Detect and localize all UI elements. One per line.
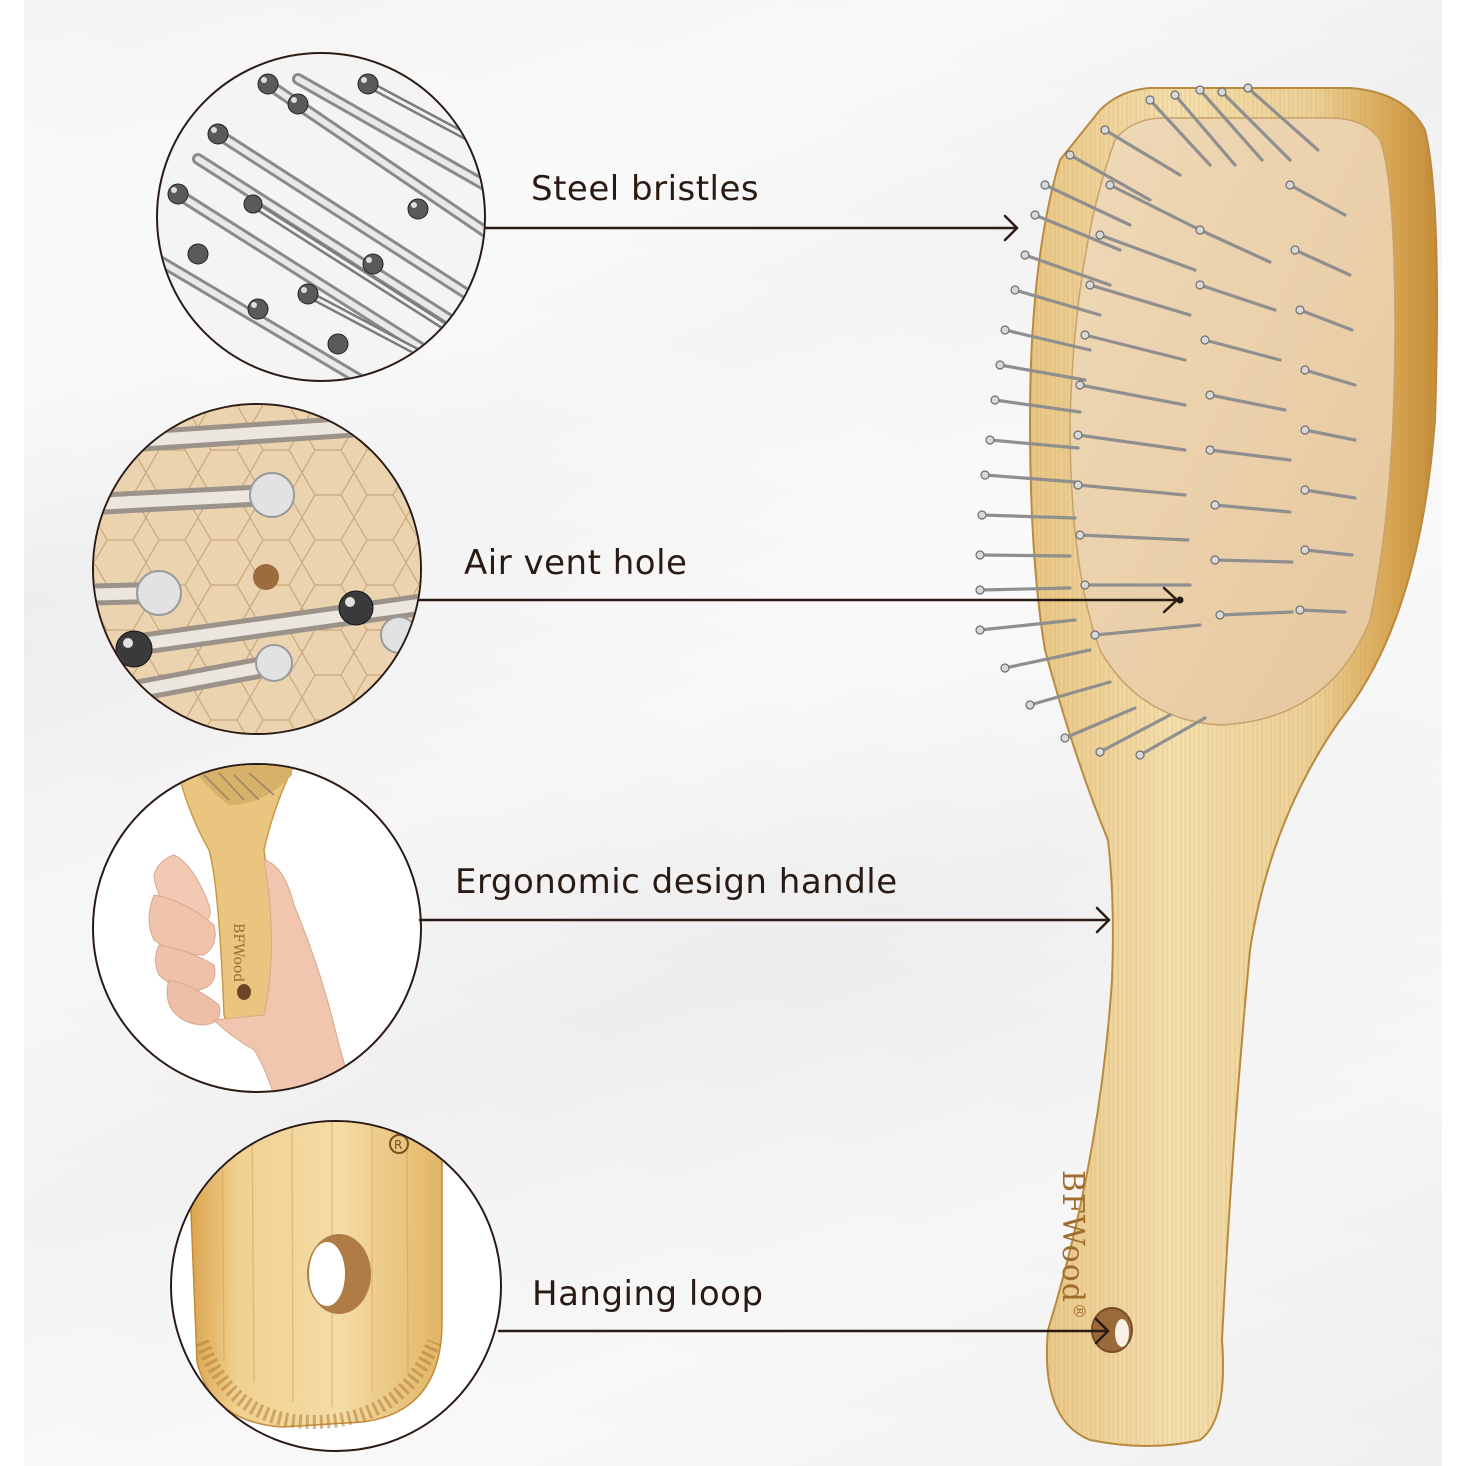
detail-circle-ergonomic-handle: BFWood bbox=[92, 763, 422, 1093]
arrow-head-1 bbox=[1003, 214, 1019, 242]
callout-label-steel-bristles: Steel bristles bbox=[531, 169, 760, 209]
callout-label-ergonomic-handle: Ergonomic design handle bbox=[455, 862, 898, 902]
vent-hole bbox=[253, 564, 279, 590]
steel-bristles bbox=[978, 86, 1357, 757]
callout-label-hanging-loop: Hanging loop bbox=[532, 1274, 764, 1314]
svg-text:R: R bbox=[394, 1138, 402, 1152]
hanging-loop-closeup-image: R bbox=[186, 1122, 443, 1430]
detail-circle-hanging-loop: R bbox=[170, 1120, 502, 1452]
arrow-head-2 bbox=[1162, 586, 1179, 614]
hand-holding-brush-image bbox=[148, 765, 354, 1091]
bristle-tips bbox=[975, 83, 1310, 760]
detail-circle-steel-bristles bbox=[156, 52, 486, 382]
arrow-head-3 bbox=[1095, 906, 1111, 934]
brush-cushion bbox=[1069, 117, 1396, 726]
callout-label-air-vent-hole: Air vent hole bbox=[464, 543, 688, 583]
arrow-head-4 bbox=[1094, 1317, 1110, 1345]
air-vent-hole-icon bbox=[1176, 596, 1184, 604]
